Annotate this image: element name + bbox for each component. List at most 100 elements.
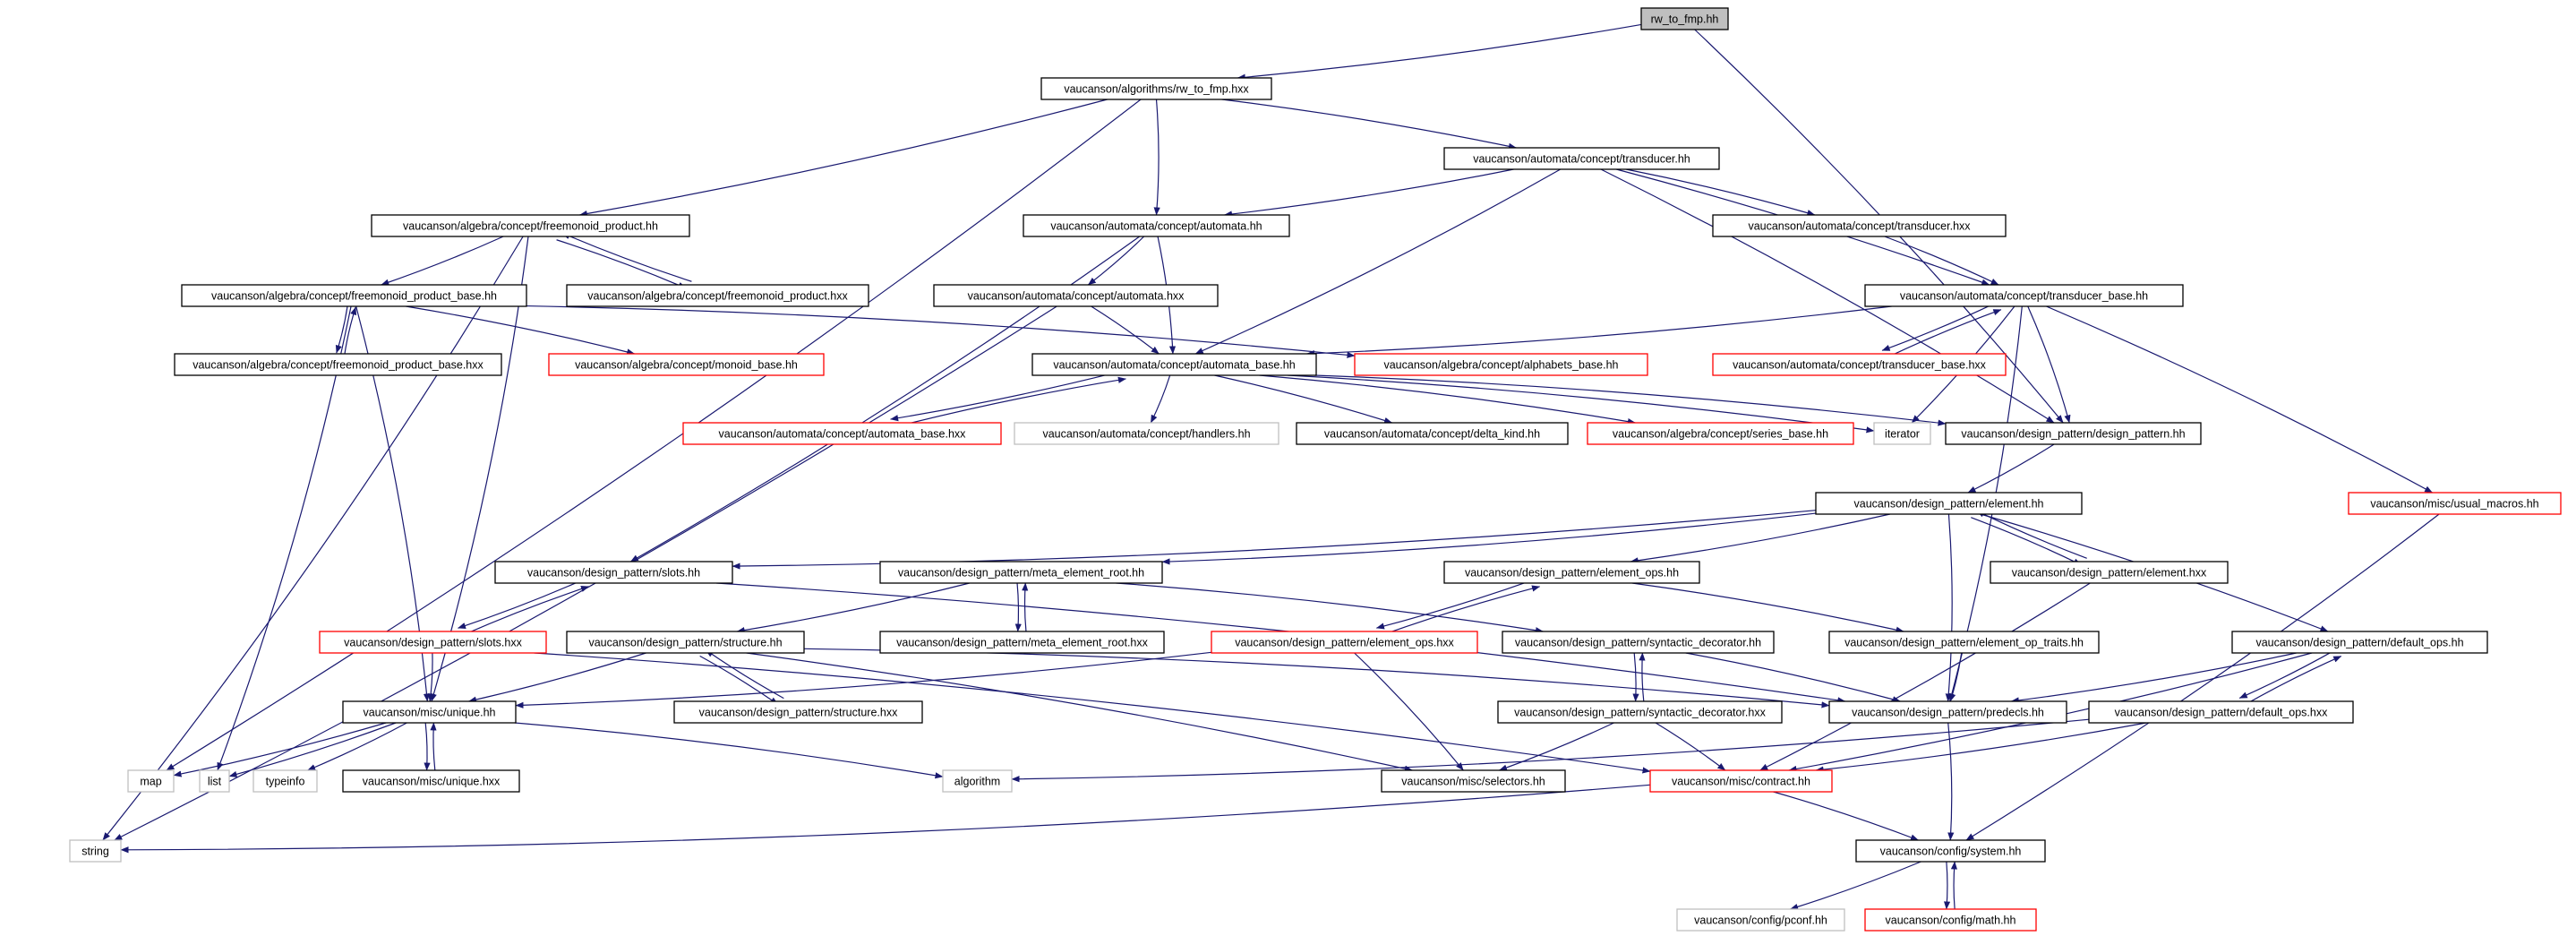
edge-freemonoid_product_hh-to-freemonoid_product_hxx — [556, 239, 687, 289]
edge-usual_macros_hh-to-system_hh — [1965, 513, 2440, 841]
edge-syntactic_decorator_hxx-to-syntactic_decorator_hh — [1639, 652, 1646, 701]
node-unique-hh[interactable]: vaucanson/misc/unique.hh — [342, 700, 517, 724]
node-freemonoid-product-hxx[interactable]: vaucanson/algebra/concept/freemonoid_pro… — [566, 284, 869, 307]
dependency-edges — [102, 23, 2440, 910]
node-transducer-base-hh[interactable]: vaucanson/automata/concept/transducer_ba… — [1864, 284, 2184, 307]
node-typeinfo: typeinfo — [252, 769, 318, 793]
node-label: rw_to_fmp.hh — [1651, 13, 1719, 26]
node-automata-hh[interactable]: vaucanson/automata/concept/automata.hh — [1023, 214, 1290, 237]
node-label: vaucanson/algebra/concept/alphabets_base… — [1383, 359, 1618, 372]
node-selectors-hh[interactable]: vaucanson/misc/selectors.hh — [1381, 769, 1566, 793]
edge-automata_base_hh-to-iterator — [1288, 374, 1875, 434]
node-design-pattern-hh[interactable]: vaucanson/design_pattern/design_pattern.… — [1945, 422, 2202, 445]
node-transducer-base-hxx[interactable]: vaucanson/automata/concept/transducer_ba… — [1712, 353, 2007, 376]
edge-freemonoid_product_base_hh-to-alphabets_base_hh — [526, 305, 1356, 358]
node-box — [548, 353, 825, 376]
node-alg-rw-to-fmp-hxx[interactable]: vaucanson/algorithms/rw_to_fmp.hxx — [1040, 77, 1272, 100]
node-box — [1296, 422, 1569, 445]
edge-element_op_traits_hh-to-predecls_hh — [1949, 652, 1963, 702]
node-box — [879, 631, 1165, 654]
node-slots-hh[interactable]: vaucanson/design_pattern/slots.hh — [494, 561, 733, 584]
node-element-ops-hh[interactable]: vaucanson/design_pattern/element_ops.hh — [1443, 561, 1700, 584]
edge-default_ops_hh-to-default_ops_hxx — [2238, 648, 2336, 699]
edge-automata_base_hh-to-handlers_hh — [1150, 374, 1171, 424]
node-label: vaucanson/design_pattern/element_ops.hh — [1465, 567, 1679, 580]
edge-freemonoid_product_base_hh-to-monoid_base_hh — [406, 305, 636, 356]
node-label: vaucanson/automata/concept/automata_base… — [1053, 359, 1295, 372]
edge-freemonoid_product_hh-to-freemonoid_product_base_hh — [381, 236, 504, 286]
node-structure-hxx[interactable]: vaucanson/design_pattern/structure.hxx — [673, 700, 923, 724]
node-default-ops-hh[interactable]: vaucanson/design_pattern/default_ops.hh — [2231, 631, 2488, 654]
node-box — [1712, 214, 2007, 237]
node-transducer-hh[interactable]: vaucanson/automata/concept/transducer.hh — [1443, 147, 1720, 170]
node-automata-base-hxx[interactable]: vaucanson/automata/concept/automata_base… — [682, 422, 1002, 445]
node-label: map — [140, 776, 161, 788]
node-freemonoid-product-base-hxx[interactable]: vaucanson/algebra/concept/freemonoid_pro… — [174, 353, 502, 376]
node-delta-kind-hh[interactable]: vaucanson/automata/concept/delta_kind.hh — [1296, 422, 1569, 445]
edge-alg_rw_to_fmp_hxx-to-automata_hh — [1153, 99, 1160, 216]
node-system-hh[interactable]: vaucanson/config/system.hh — [1855, 839, 2046, 863]
node-label: vaucanson/misc/contract.hh — [1672, 776, 1810, 788]
node-element-op-traits-hh[interactable]: vaucanson/design_pattern/element_op_trai… — [1828, 631, 2100, 654]
node-box — [1443, 561, 1700, 584]
node-label: string — [81, 846, 109, 858]
node-label: vaucanson/algebra/concept/freemonoid_pro… — [403, 220, 658, 233]
node-label: vaucanson/automata/concept/automata.hxx — [968, 290, 1185, 303]
node-meta-element-root-hh[interactable]: vaucanson/design_pattern/meta_element_ro… — [879, 561, 1163, 584]
edge-element_hh-to-meta_element_root_hh — [1161, 512, 1817, 565]
node-freemonoid-product-base-hh[interactable]: vaucanson/algebra/concept/freemonoid_pro… — [181, 284, 527, 307]
edge-default_ops_hxx-to-default_ops_hh — [2245, 656, 2342, 706]
node-box — [1381, 769, 1566, 793]
node-math-hh[interactable]: vaucanson/config/math.hh — [1864, 908, 2037, 932]
node-box — [1211, 631, 1478, 654]
edge-element_hxx-to-contract_hh — [1759, 582, 2091, 771]
node-handlers-hh: vaucanson/automata/concept/handlers.hh — [1014, 422, 1279, 445]
node-label: vaucanson/algebra/concept/freemonoid_pro… — [211, 290, 497, 303]
edge-freemonoid_product_hh-to-string — [102, 236, 524, 841]
node-automata-base-hh[interactable]: vaucanson/automata/concept/automata_base… — [1031, 353, 1317, 376]
node-label: vaucanson/config/pconf.hh — [1694, 915, 1827, 927]
node-default-ops-hxx[interactable]: vaucanson/design_pattern/default_ops.hxx — [2088, 700, 2354, 724]
edge-transducer_base_hh-to-design_pattern_hh — [2027, 305, 2071, 424]
node-unique-hxx[interactable]: vaucanson/misc/unique.hxx — [342, 769, 520, 793]
node-element-hxx[interactable]: vaucanson/design_pattern/element.hxx — [1990, 561, 2229, 584]
edge-math_hh-to-system_hh — [1950, 861, 1958, 910]
node-automata-hxx[interactable]: vaucanson/automata/concept/automata.hxx — [933, 284, 1219, 307]
node-box — [1649, 769, 1833, 793]
node-syntactic-decorator-hh[interactable]: vaucanson/design_pattern/syntactic_decor… — [1502, 631, 1775, 654]
node-structure-hh[interactable]: vaucanson/design_pattern/structure.hh — [566, 631, 805, 654]
node-box — [879, 561, 1163, 584]
node-label: vaucanson/algorithms/rw_to_fmp.hxx — [1064, 83, 1249, 96]
node-series-base-hh[interactable]: vaucanson/algebra/concept/series_base.hh — [1587, 422, 1854, 445]
node-label: list — [208, 776, 222, 788]
node-monoid-base-hh[interactable]: vaucanson/algebra/concept/monoid_base.hh — [548, 353, 825, 376]
node-element-hh[interactable]: vaucanson/design_pattern/element.hh — [1815, 492, 2083, 515]
node-label: vaucanson/design_pattern/syntactic_decor… — [1515, 637, 1761, 649]
edge-syntactic_decorator_hh-to-syntactic_decorator_hxx — [1632, 653, 1639, 702]
node-element-ops-hxx[interactable]: vaucanson/design_pattern/element_ops.hxx — [1211, 631, 1478, 654]
node-slots-hxx[interactable]: vaucanson/design_pattern/slots.hxx — [319, 631, 547, 654]
edge-element_ops_hh-to-element_op_traits_hh — [1631, 582, 1904, 633]
node-label: algorithm — [954, 776, 1000, 788]
node-box — [1864, 908, 2037, 932]
node-label: vaucanson/algebra/concept/monoid_base.hh — [575, 359, 798, 372]
node-syntactic-decorator-hxx[interactable]: vaucanson/design_pattern/syntactic_decor… — [1497, 700, 1783, 724]
edge-structure_hh-to-selectors_hh — [746, 652, 1413, 772]
node-meta-element-root-hxx[interactable]: vaucanson/design_pattern/meta_element_ro… — [879, 631, 1165, 654]
node-alphabets-base-hh[interactable]: vaucanson/algebra/concept/alphabets_base… — [1354, 353, 1648, 376]
edge-transducer_hh-to-automata_base_hh — [1194, 168, 1562, 355]
node-box — [682, 422, 1002, 445]
edge-automata_base_hh-to-automata_base_hxx — [890, 371, 1119, 422]
edge-contract_hh-to-system_hh — [1773, 791, 1919, 841]
edge-element_hxx-to-element_hh — [1976, 510, 2087, 559]
node-label: vaucanson/config/system.hh — [1880, 846, 2022, 858]
node-predecls-hh[interactable]: vaucanson/design_pattern/predecls.hh — [1828, 700, 2067, 724]
node-box — [1815, 492, 2083, 515]
node-label: vaucanson/automata/concept/transducer_ba… — [1733, 359, 1987, 372]
node-freemonoid-product-hh[interactable]: vaucanson/algebra/concept/freemonoid_pro… — [371, 214, 690, 237]
node-box — [942, 769, 1013, 793]
node-usual-macros-hh[interactable]: vaucanson/misc/usual_macros.hh — [2348, 492, 2562, 515]
node-contract-hh[interactable]: vaucanson/misc/contract.hh — [1649, 769, 1833, 793]
node-transducer-hxx[interactable]: vaucanson/automata/concept/transducer.hx… — [1712, 214, 2007, 237]
node-box — [673, 700, 923, 724]
